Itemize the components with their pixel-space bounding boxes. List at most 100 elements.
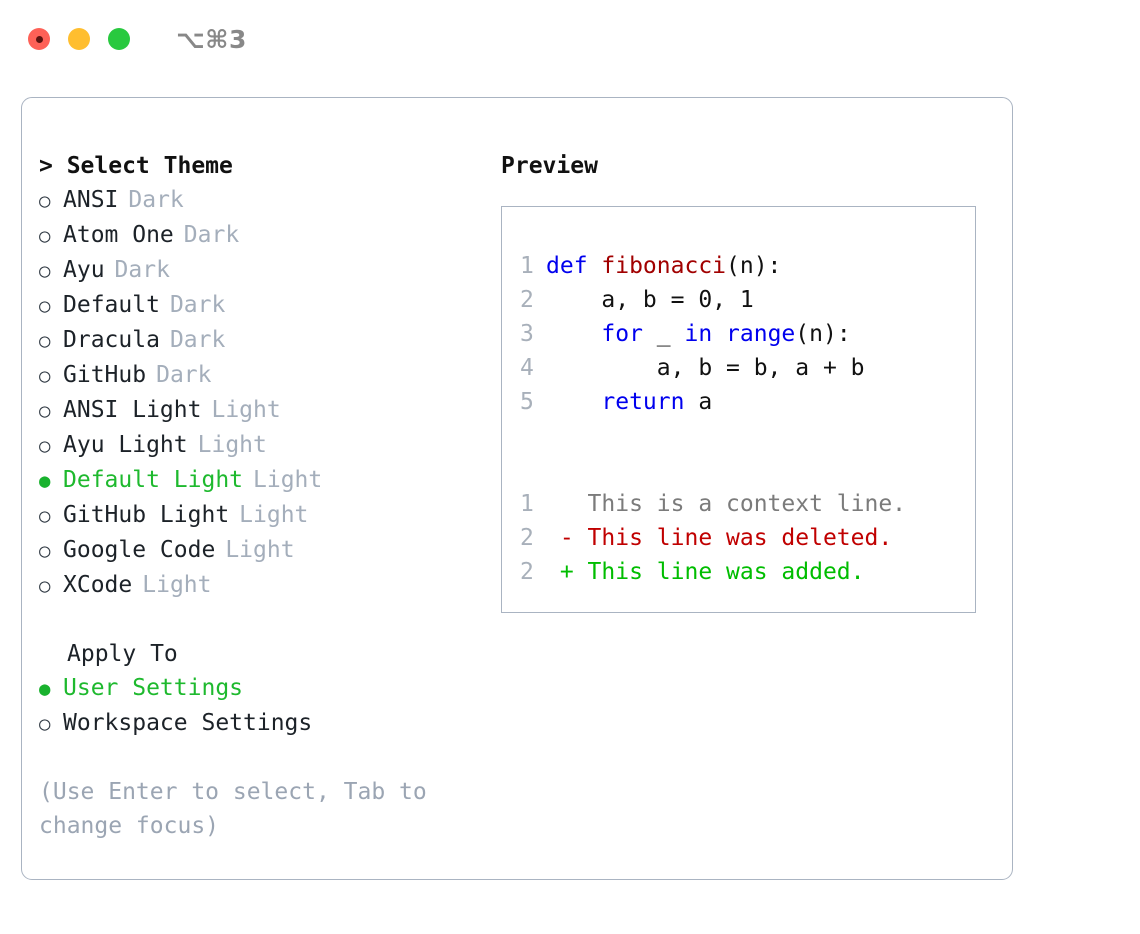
theme-option-default-dark[interactable]: ○ Default Dark [39,288,489,323]
theme-option-github-light[interactable]: ○ GitHub Light Light [39,498,489,533]
theme-option-ansi-light[interactable]: ○ ANSI Light Light [39,393,489,428]
radio-marker-icon: ○ [39,540,51,562]
code-token-builtin: range [726,321,796,347]
apply-to-title: Apply To [67,641,178,667]
theme-option-ayu-light[interactable]: ○ Ayu Light Light [39,428,489,463]
keyboard-shortcut-label: ⌥⌘3 [176,24,247,54]
diff-line-deleted: 2 - This line was deleted. [520,521,975,555]
code-blank-line [520,453,975,487]
theme-option-xcode-light[interactable]: ○ XCode Light [39,568,489,603]
traffic-light-group [28,28,130,50]
theme-option-label: Ayu [63,257,105,283]
line-number: 1 [520,253,534,279]
theme-option-label: GitHub [63,362,147,388]
theme-option-atom-one-dark[interactable]: ○ Atom One Dark [39,218,489,253]
code-content: for _ in range(n): [546,317,850,351]
theme-option-tag: Dark [128,187,184,213]
line-number: 2 [520,559,534,585]
radio-marker-selected-icon: ● [39,470,51,492]
code-content: return a [546,385,712,419]
theme-option-dracula-dark[interactable]: ○ Dracula Dark [39,323,489,358]
code-line: 3 for _ in range(n): [520,317,975,351]
code-token-keyword: for [601,321,643,347]
code-token-function: fibonacci [601,253,727,279]
radio-marker-icon: ○ [39,260,51,282]
theme-picker-column: > Select Theme ○ ANSI Dark ○ Atom One Da… [39,149,489,843]
theme-option-label: Atom One [63,222,174,248]
diff-content: - This line was deleted. [546,525,893,551]
theme-option-label: ANSI Light [63,397,202,423]
apply-to-option-label: Workspace Settings [63,710,313,736]
diff-line-added: 2 + This line was added. [520,555,975,589]
diff-content: This is a context line. [546,491,907,517]
main-panel: > Select Theme ○ ANSI Dark ○ Atom One Da… [21,97,1013,880]
code-token-plain [546,321,601,347]
apply-to-option-user-settings[interactable]: ● User Settings [39,671,489,706]
theme-option-tag: Dark [114,257,170,283]
preview-box: 1 def fibonacci(n): 2 a, b = 0, 1 3 for … [501,206,976,613]
code-line: 4 a, b = b, a + b [520,351,975,385]
theme-option-label: Google Code [63,537,216,563]
keyboard-hint-text: (Use Enter to select, Tab to change focu… [39,779,441,839]
code-content: a, b = 0, 1 [546,287,754,313]
theme-option-tag: Dark [169,327,226,353]
theme-option-tag: Light [197,432,267,458]
theme-option-tag: Light [253,467,323,493]
minimize-window-button[interactable] [68,28,90,50]
diff-line-context: 1 This is a context line. [520,487,975,521]
radio-marker-icon: ○ [39,330,51,352]
radio-marker-icon: ○ [39,365,51,387]
theme-option-tag: Dark [169,292,226,318]
code-token-plain [546,389,601,415]
theme-option-tag: Light [225,537,295,563]
code-line: 5 return a [520,385,975,419]
theme-option-label: Default Light [63,467,244,493]
code-line: 1 def fibonacci(n): [520,249,975,283]
close-window-button[interactable] [28,28,50,50]
apply-to-list: ● User Settings ○ Workspace Settings [39,671,489,741]
theme-option-github-dark[interactable]: ○ GitHub Dark [39,358,489,393]
theme-option-tag: Dark [156,362,212,388]
preview-title: Preview [501,153,598,179]
theme-option-label: XCode [63,572,133,598]
theme-option-ayu-dark[interactable]: ○ Ayu Dark [39,253,489,288]
radio-marker-selected-icon: ● [39,678,51,700]
line-number: 2 [520,525,534,551]
code-token-plain: _ [642,321,685,347]
code-token-keyword: in [684,321,713,347]
line-number: 2 [520,287,534,313]
code-token-plain: (n): [726,253,782,279]
theme-option-label: Default [63,292,160,318]
section-divider [39,603,489,637]
code-token-keyword: return [601,389,685,415]
theme-option-ansi-dark[interactable]: ○ ANSI Dark [39,183,489,218]
line-number: 1 [520,491,534,517]
apply-to-option-label: User Settings [63,675,244,701]
theme-option-label: Dracula [63,327,160,353]
preview-column: Preview 1 def fibonacci(n): 2 a, b = 0, … [501,149,991,613]
maximize-window-button[interactable] [108,28,130,50]
theme-list: ○ ANSI Dark ○ Atom One Dark ○ Ayu Dark [39,183,489,603]
radio-marker-icon: ○ [39,575,51,597]
theme-option-label: Ayu Light [63,432,188,458]
diff-content: + This line was added. [546,559,865,585]
radio-marker-icon: ○ [39,295,51,317]
radio-marker-icon: ○ [39,505,51,527]
code-blank-line [520,419,975,453]
theme-option-label: ANSI [63,187,119,213]
code-token-plain: a [684,389,713,415]
line-number: 5 [520,389,534,415]
theme-option-google-code[interactable]: ○ Google Code Light [39,533,489,568]
apply-to-option-workspace-settings[interactable]: ○ Workspace Settings [39,706,489,741]
radio-marker-icon: ○ [39,713,51,735]
theme-option-default-light[interactable]: ● Default Light Light [39,463,489,498]
radio-marker-icon: ○ [39,190,51,212]
code-token-plain [712,321,726,347]
theme-option-label: GitHub Light [63,502,230,528]
close-icon [35,35,43,43]
code-token-keyword: def [546,253,602,279]
code-content: a, b = b, a + b [546,355,865,381]
theme-option-tag: Light [239,502,309,528]
radio-marker-icon: ○ [39,435,51,457]
